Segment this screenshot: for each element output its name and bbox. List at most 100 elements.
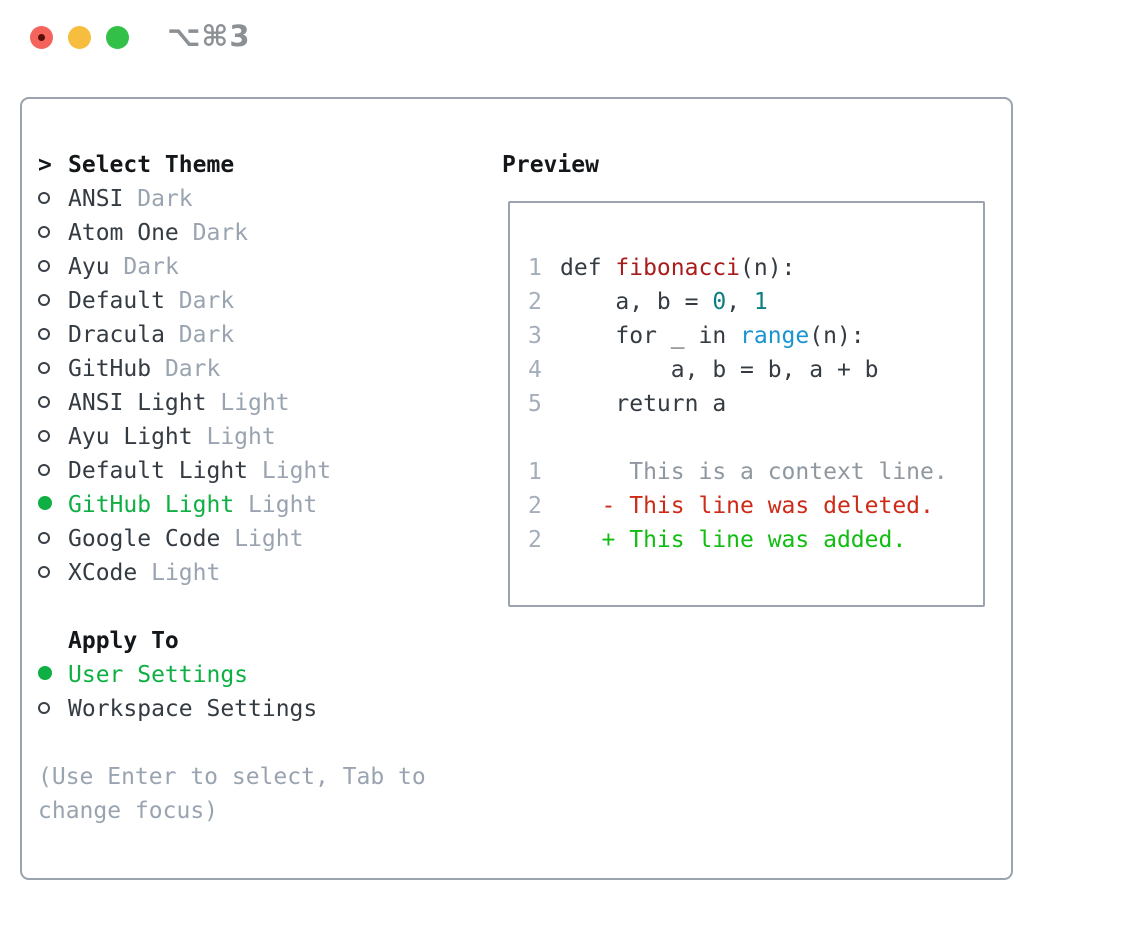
theme-name: Ayu [68, 254, 110, 280]
radio-circle-icon[interactable] [38, 183, 68, 217]
preview-line: 1 This is a context line. [528, 455, 948, 489]
apply-to-header: Apply To [38, 624, 317, 658]
apply-to-title: Apply To [68, 628, 179, 654]
theme-variant-badge: Dark [178, 288, 235, 314]
apply-option-label: User Settings [68, 662, 249, 688]
theme-name: Google Code [68, 526, 221, 552]
radio-dot [38, 191, 50, 204]
token-builtin: range [740, 323, 810, 349]
theme-option-ansi-light[interactable]: ANSI Light Light [38, 386, 331, 420]
radio-dot [38, 293, 50, 306]
theme-name: XCode [68, 560, 138, 586]
token-num: 1 [753, 289, 768, 315]
theme-list-header: > Select Theme [38, 148, 331, 182]
theme-option-ayu-light[interactable]: Ayu Light Light [38, 420, 331, 454]
minimize-button-icon[interactable] [68, 26, 91, 49]
token-code: return a [560, 391, 727, 417]
theme-variant-badge: Dark [192, 220, 249, 246]
theme-name: GitHub [68, 356, 152, 382]
token-num: 0 [712, 289, 727, 315]
theme-option-default-light[interactable]: Default Light Light [38, 454, 331, 488]
theme-list-title: Select Theme [68, 152, 235, 178]
preview-line: 5 return a [528, 387, 948, 421]
theme-variant-badge: Light [206, 424, 276, 450]
theme-option-default[interactable]: Default Dark [38, 284, 331, 318]
radio-dot [38, 225, 50, 238]
theme-variant-badge: Light [220, 390, 290, 416]
apply-option-label: Workspace Settings [68, 696, 318, 722]
window-shortcut-label: ⌥⌘3 [167, 19, 251, 53]
radio-dot [38, 665, 52, 680]
radio-dot [38, 395, 50, 408]
radio-circle-icon[interactable] [38, 523, 68, 557]
theme-variant-badge: Light [248, 492, 318, 518]
apply-option-workspace-settings[interactable]: Workspace Settings [38, 692, 317, 726]
theme-variant-badge: Light [261, 458, 332, 484]
close-button-icon[interactable] [30, 26, 53, 49]
radio-circle-icon[interactable] [38, 353, 68, 387]
radio-dot [38, 361, 50, 374]
theme-option-xcode[interactable]: XCode Light [38, 556, 331, 590]
preview-blank-line [528, 421, 948, 455]
theme-name: Atom One [68, 220, 179, 246]
token-code: a, b = b, a + b [560, 357, 879, 383]
theme-variant-badge: Dark [164, 356, 221, 382]
radio-dot [38, 429, 50, 442]
token-code: (n): [809, 323, 865, 349]
line-number: 3 [528, 323, 542, 349]
preview-line: 4 a, b = b, a + b [528, 353, 948, 387]
radio-circle-icon[interactable] [38, 387, 68, 421]
theme-name: ANSI Light [68, 390, 207, 416]
radio-dot [38, 463, 50, 476]
preview-line: 2 - This line was deleted. [528, 489, 948, 523]
radio-dot [38, 495, 52, 510]
chevron-right-icon: > [38, 152, 52, 178]
theme-option-ayu[interactable]: Ayu Dark [38, 250, 331, 284]
radio-circle-icon[interactable] [38, 557, 68, 591]
radio-circle-icon[interactable] [38, 251, 68, 285]
selected-radio-icon[interactable] [38, 659, 68, 693]
theme-variant-badge: Dark [137, 186, 193, 212]
theme-option-ansi[interactable]: ANSI Dark [38, 182, 331, 216]
radio-circle-icon[interactable] [38, 285, 68, 319]
theme-option-google-code[interactable]: Google Code Light [38, 522, 331, 556]
theme-option-atom-one[interactable]: Atom One Dark [38, 216, 331, 250]
radio-circle-icon[interactable] [38, 455, 68, 489]
theme-variant-badge: Light [151, 560, 221, 586]
preview-header: Preview [502, 148, 599, 182]
token-code: a, b = [560, 289, 713, 315]
theme-option-github-light[interactable]: GitHub Light Light [38, 488, 331, 522]
token-context: This is a context line. [560, 459, 948, 485]
theme-variant-badge: Light [234, 526, 304, 552]
radio-circle-icon[interactable] [38, 319, 68, 353]
theme-name: Ayu Light [68, 424, 193, 450]
radio-circle-icon[interactable] [38, 693, 68, 727]
zoom-button-icon[interactable] [106, 26, 129, 49]
keyboard-hint-line: (Use Enter to select, Tab to [38, 764, 426, 790]
radio-circle-icon[interactable] [38, 217, 68, 251]
radio-dot [38, 327, 50, 340]
preview-line: 2 + This line was added. [528, 523, 948, 557]
line-number: 1 [528, 459, 542, 485]
line-number: 1 [528, 255, 542, 281]
radio-circle-icon[interactable] [38, 421, 68, 455]
theme-name: GitHub Light [68, 492, 235, 518]
line-number: 2 [528, 289, 542, 315]
apply-option-user-settings[interactable]: User Settings [38, 658, 317, 692]
line-number: 2 [528, 493, 542, 519]
line-number: 2 [528, 527, 542, 553]
preview-line: 3 for _ in range(n): [528, 319, 948, 353]
selected-radio-icon[interactable] [38, 489, 68, 523]
theme-option-github[interactable]: GitHub Dark [38, 352, 331, 386]
token-code: (n): [740, 255, 796, 281]
line-number: 4 [528, 357, 542, 383]
theme-option-dracula[interactable]: Dracula Dark [38, 318, 331, 352]
